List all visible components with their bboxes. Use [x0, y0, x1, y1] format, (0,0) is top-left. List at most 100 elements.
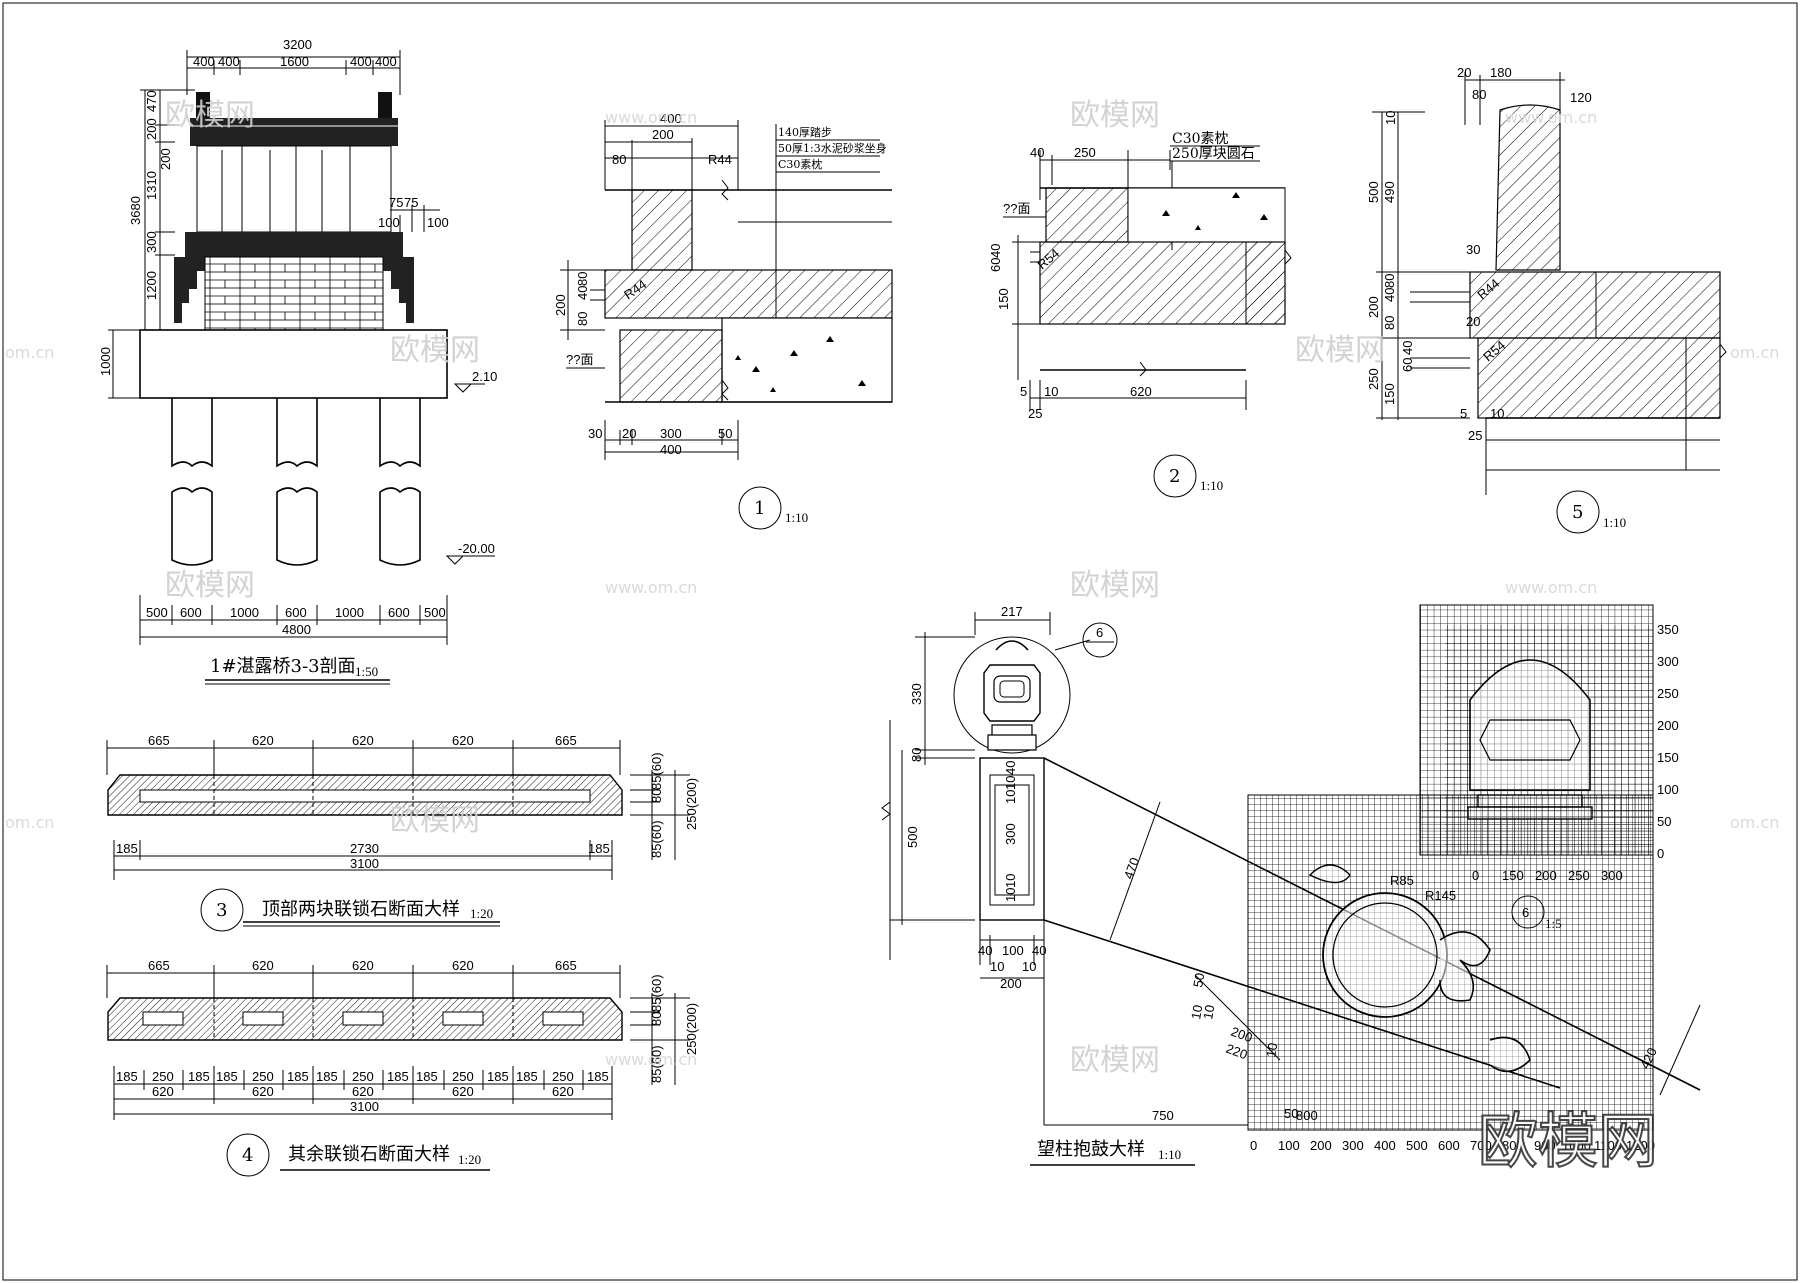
- grid-x-tick: 500: [1406, 1138, 1428, 1153]
- watermark-brand: 欧模网: [165, 98, 255, 133]
- d1-note: 50厚1:3水泥砂浆坐身: [778, 141, 887, 155]
- watermark-site: www.om.cn: [1505, 578, 1597, 597]
- dim-left-part: 200: [144, 118, 159, 140]
- dim-bottom-part: 600: [285, 605, 307, 620]
- callout-1-scale: 1:10: [785, 510, 808, 525]
- grid-x-top-tick: 0: [1472, 868, 1479, 883]
- callout-4-number: 4: [242, 1145, 253, 1166]
- stone4-dim-bottom: 185: [216, 1069, 238, 1084]
- stone4-dim-total: 3100: [350, 1099, 379, 1114]
- d1-dim: R44: [708, 152, 732, 167]
- stone3-dim-top: 665: [148, 733, 170, 748]
- d5-dim-left: 500: [1366, 181, 1381, 203]
- d2-dim: 250: [1074, 145, 1096, 160]
- d5-dim-left: 40: [1400, 341, 1415, 355]
- d5-dim-left: 200: [1366, 296, 1381, 318]
- callout-2-scale: 1:10: [1200, 478, 1223, 493]
- dim-bottom-part: 600: [388, 605, 410, 620]
- pillar-dim-bottom: 40: [978, 943, 992, 958]
- d5-dim-left: 250: [1366, 368, 1381, 390]
- d2-dim-bottom: 10: [1044, 384, 1058, 399]
- d1-note: 140厚踏步: [778, 125, 832, 139]
- pillar-dim-bottom: 10: [990, 959, 1004, 974]
- d1-dim-bottom: 20: [622, 426, 636, 441]
- stone4-dim-bottom: 185: [487, 1069, 509, 1084]
- d1-dim: 400: [660, 111, 682, 126]
- callout-6-grid-scale: 1:5: [1545, 916, 1562, 931]
- dim-right-small: 100: [427, 215, 449, 230]
- d2-dim-bottom: 25: [1028, 406, 1042, 421]
- stone4-dim-mid: 620: [252, 1084, 274, 1099]
- stone4-dim-bottom: 250: [452, 1069, 474, 1084]
- callout-5: [1556, 490, 1600, 534]
- d5-dim-left: 60: [1400, 358, 1415, 372]
- stone3-dim-top: 620: [352, 733, 374, 748]
- stone-detail-4: 665 620 620 620 665 185 250 185: [106, 958, 699, 1177]
- watermark-site: www.om.cn: [605, 1050, 697, 1069]
- grid-x-top-tick: 150: [1502, 868, 1524, 883]
- grid-y-tick: 0: [1657, 846, 1664, 861]
- dim-right-small: 75: [404, 195, 418, 210]
- pillar-dim-bottom: 200: [1000, 976, 1022, 991]
- grid-x-top-tick: 200: [1535, 868, 1557, 883]
- watermark-site: www.om.cn: [605, 578, 697, 597]
- d5-dim-bottom: 10: [1490, 406, 1504, 421]
- callout-3-number: 3: [216, 900, 227, 921]
- pillar-dim-inner: 10: [1003, 790, 1018, 804]
- grid-y-tick: 200: [1657, 718, 1679, 733]
- d2-note: C30素枕: [1172, 131, 1229, 147]
- d5-dim: 120: [1570, 90, 1592, 105]
- grid-x-tick: 900: [1534, 1138, 1556, 1153]
- grid-x-tick: 300: [1342, 1138, 1364, 1153]
- stone4-dim-bottom: 185: [416, 1069, 438, 1084]
- d1-dim-bottom: 50: [718, 426, 732, 441]
- watermark-site: www.om.cn: [1505, 108, 1597, 127]
- callout-2-number: 2: [1169, 466, 1180, 487]
- callout-1-number: 1: [754, 498, 765, 519]
- title-detail-3: 顶部两块联锁石断面大样: [262, 899, 460, 920]
- title-pillar: 望柱抱鼓大样: [1037, 1139, 1145, 1160]
- pillar-dim-top: 217: [1001, 604, 1023, 619]
- stone4-dim-mid: 620: [552, 1084, 574, 1099]
- d2-dim: 40: [1030, 145, 1044, 160]
- d5-dim: 20: [1457, 65, 1471, 80]
- dim-top-part: 400: [193, 54, 215, 69]
- grid-x-tick: 700: [1470, 1138, 1492, 1153]
- watermark-brand: 欧模网: [1295, 333, 1385, 368]
- pillar-dim-rail: 10: [1200, 1004, 1217, 1021]
- grid-y-tick: 250: [1657, 686, 1679, 701]
- dim-top-total: 3200: [283, 37, 312, 52]
- watermark-site: om.cn: [5, 813, 54, 832]
- stone3-dim-top: 620: [452, 733, 474, 748]
- grid-x-tick: 800: [1502, 1138, 1524, 1153]
- callout-5-number: 5: [1572, 502, 1583, 523]
- grid-x-tick: 100: [1278, 1138, 1300, 1153]
- callout-6-grid-number: 6: [1522, 905, 1529, 920]
- pillar-dim-slope: 470: [1121, 856, 1143, 882]
- watermark-site: om.cn: [5, 343, 54, 362]
- grid-y-tick: 150: [1657, 750, 1679, 765]
- stone3-dim-right: 85(60): [649, 820, 664, 858]
- stone4-dim-bottom: 250: [152, 1069, 174, 1084]
- d5-dim-left: 80: [1382, 316, 1397, 330]
- d1-dim-bottom: 300: [660, 426, 682, 441]
- pillar-dim-rail: 50: [1190, 972, 1207, 989]
- d2-face: ??面: [1003, 201, 1030, 216]
- d1-dim: 80: [612, 152, 626, 167]
- dim-bottom-part: 1000: [335, 605, 364, 620]
- watermark-brand: 欧模网: [1070, 1043, 1160, 1078]
- grid-x-tick: 0: [1250, 1138, 1257, 1153]
- d1-dim-left: 200: [553, 294, 568, 316]
- stone3-dim-top: 665: [555, 733, 577, 748]
- d5-dim-bottom: 25: [1468, 428, 1482, 443]
- d1-note: C30素枕: [778, 157, 822, 171]
- callout-5-scale: 1:10: [1603, 515, 1626, 530]
- detail-5: 20 180 80 120 10 500 490 200 80 40 80: [1366, 65, 1727, 534]
- grid-x-tick: 600: [1438, 1138, 1460, 1153]
- stone3-dim-right: 85(60): [649, 752, 664, 790]
- watermark-site: om.cn: [1730, 343, 1779, 362]
- d2-dim-left: 60: [988, 258, 1003, 272]
- grid-x-tick: 400: [1374, 1138, 1396, 1153]
